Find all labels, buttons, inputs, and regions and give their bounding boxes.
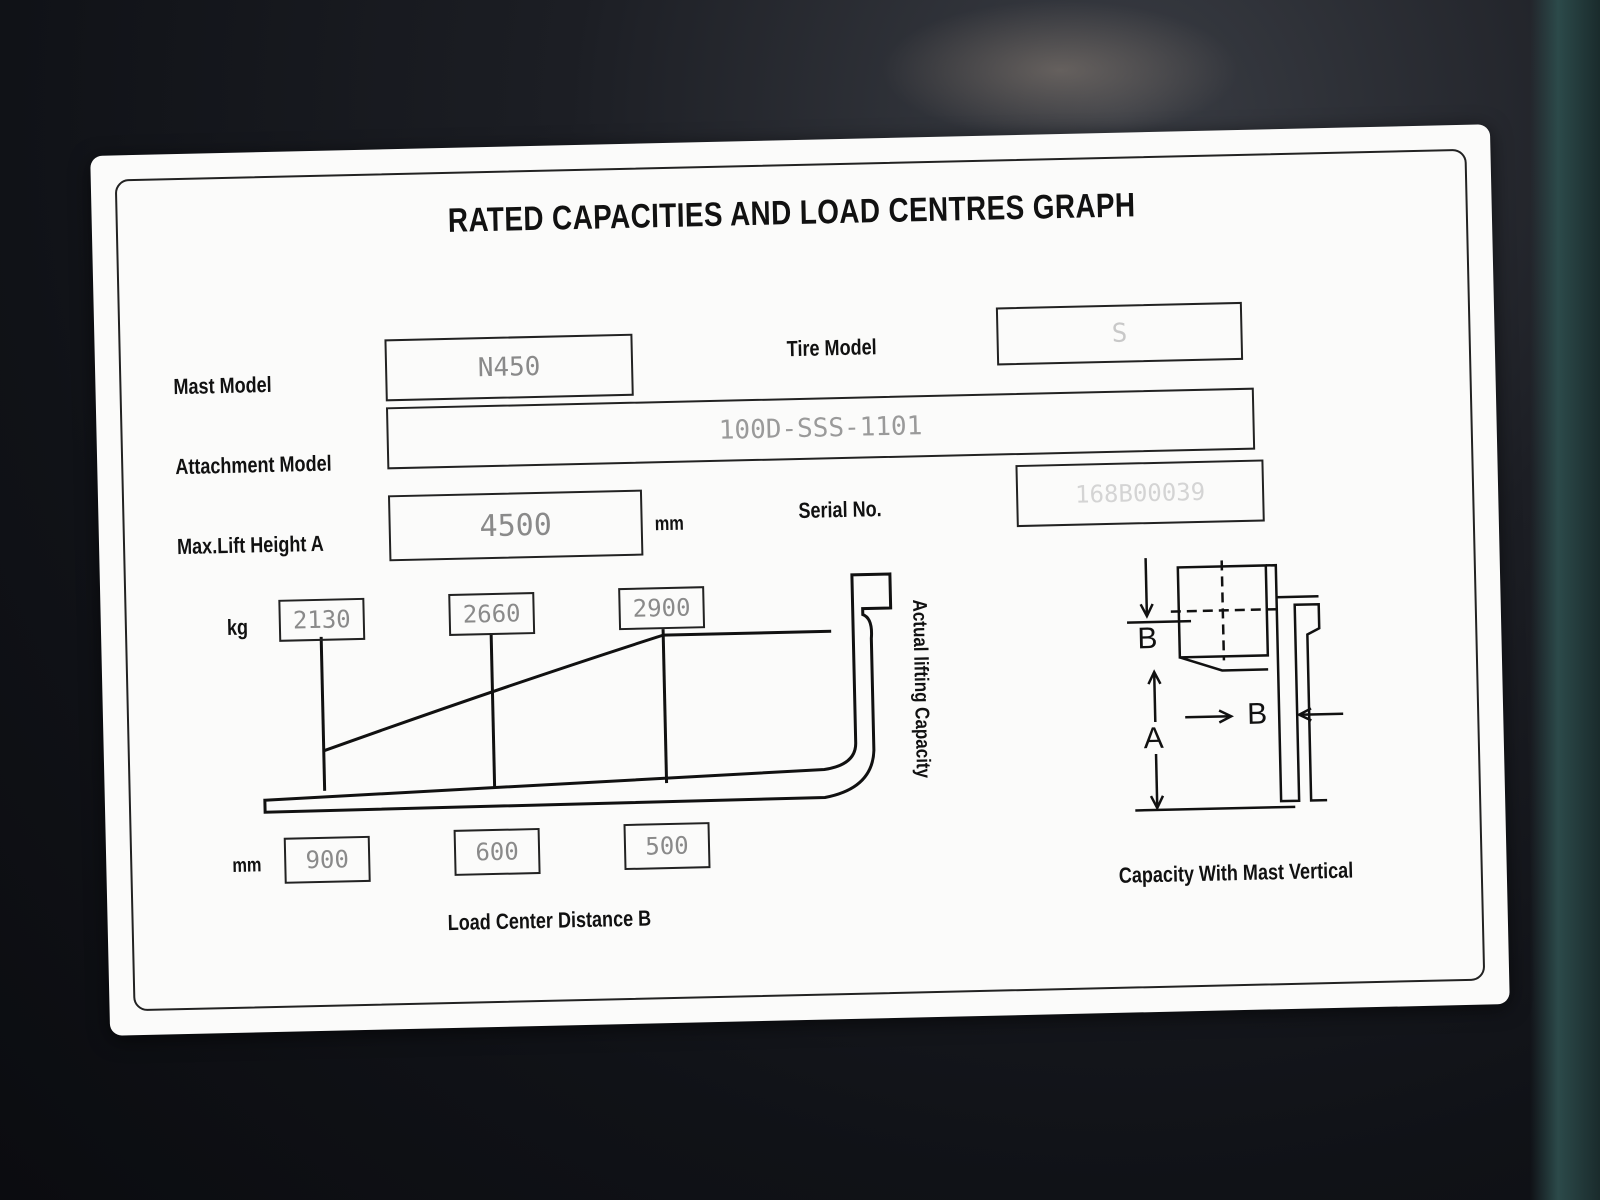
load-centre-graph: [263, 572, 893, 814]
b-side-arrowhead-left: [1218, 709, 1234, 724]
a-arrowhead-down: [1149, 795, 1165, 811]
b-side-arrow-left: [1185, 715, 1232, 719]
b-top-arrow-upper: [1144, 558, 1149, 617]
mast-vertical-caption: Capacity With Mast Vertical: [1118, 857, 1354, 888]
a-arrow-upper: [1152, 671, 1157, 723]
b-side-arrow-right: [1299, 712, 1344, 716]
capacity-line-2: [489, 632, 497, 788]
capacity-plate: RATED CAPACITIES AND LOAD CENTRES GRAPH …: [90, 124, 1510, 1036]
fork-tine: [1179, 656, 1269, 672]
b-top-tick: [1127, 619, 1192, 624]
capacity-curve: [323, 629, 832, 753]
diagram-label-b-top: B: [1137, 621, 1158, 656]
load-horizontal-centerline: [1170, 607, 1277, 613]
machine-edge: [1530, 0, 1600, 1200]
b-side-arrowhead-right: [1296, 707, 1312, 722]
fork-outline: [263, 572, 893, 814]
diagram-label-a: A: [1143, 721, 1165, 756]
ground-line: [1135, 805, 1296, 812]
a-arrowhead-up: [1147, 669, 1162, 685]
a-arrow-lower: [1154, 753, 1159, 808]
mast-diagram: [1127, 558, 1344, 812]
capacity-line-3: [661, 629, 669, 784]
capacity-line-1: [319, 636, 327, 791]
b-top-arrowhead: [1139, 603, 1154, 619]
diagram-label-b-side: B: [1246, 697, 1268, 731]
light-reflection: [880, 0, 1240, 140]
carriage-top: [1276, 594, 1319, 599]
fork-carriage: [1265, 563, 1328, 803]
